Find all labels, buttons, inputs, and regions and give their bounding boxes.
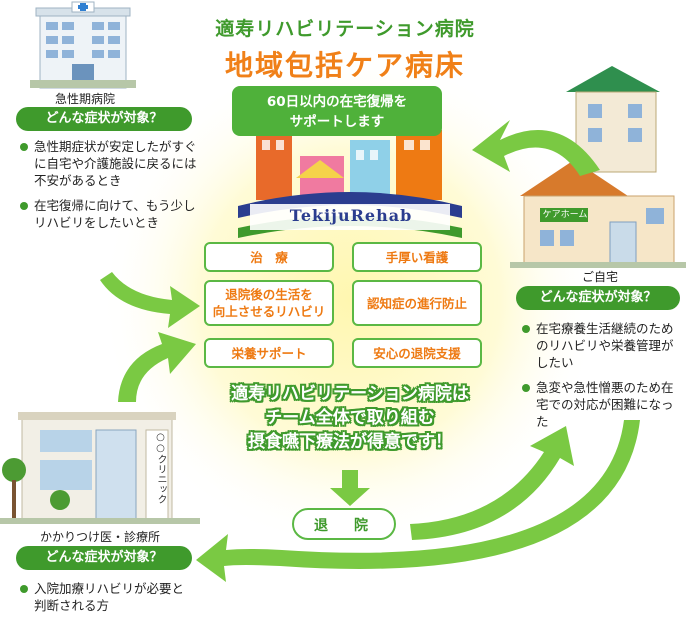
service-rehab: 退院後の生活を 向上させるリハビリ <box>204 280 334 326</box>
acute-question-pill: どんな症状が対象？ <box>16 107 192 131</box>
discharge-badge: 退 院 <box>292 508 396 540</box>
arrow-acute-to-center <box>100 272 200 328</box>
list-item: 在宅復帰に向けて、もう少しリハビリをしたいとき <box>20 197 206 231</box>
support-line-1: 60日以内の在宅復帰を <box>266 94 408 110</box>
clinic-question-pill: どんな症状が対象？ <box>16 546 192 570</box>
service-nutrition: 栄養サポート <box>204 338 334 368</box>
list-item: 入院加療リハビリが必要と判断される方 <box>20 580 190 614</box>
clinic-label: かかりつけ医・診療所 <box>39 530 161 544</box>
care-home-sign: ケアホーム <box>542 210 588 220</box>
hospital-name: 適寿リハビリテーション病院 <box>215 18 475 40</box>
clinic-symptom-list: 入院加療リハビリが必要と判断される方 <box>20 580 190 622</box>
hospital-illustration <box>238 130 462 238</box>
arrow-home-to-center <box>472 120 600 176</box>
ward-name: 地域包括ケア病床 <box>224 49 465 82</box>
home-symptom-list: 在宅療養生活継続のためのリハビリや栄養管理がしたい 急変や急性憎悪のため在宅での… <box>522 320 682 438</box>
service-discharge-support: 安心の退院支援 <box>352 338 482 368</box>
arrow-clinic-to-center <box>118 332 196 402</box>
service-nursing: 手厚い看護 <box>352 242 482 272</box>
list-item: 急変や急性憎悪のため在宅での対応が困難になった <box>522 379 682 430</box>
clinic-sign: ○○クリニック <box>155 432 166 504</box>
home-question-pill: どんな症状が対象？ <box>516 286 680 310</box>
home-label: ご自宅 <box>581 270 618 284</box>
service-rehab-line-2: 向上させるリハビリ <box>212 304 326 319</box>
tekiju-rehab-logo: TekijuRehab <box>289 206 413 225</box>
arrow-return-loop <box>196 420 640 582</box>
team-line-3: 摂食嚥下療法が得意です！ <box>248 432 452 452</box>
list-item: 在宅療養生活継続のためのリハビリや栄養管理がしたい <box>522 320 682 371</box>
team-message: 適寿リハビリテーション病院は チーム全体で取り組む 摂食嚥下療法が得意です！ <box>150 382 550 454</box>
arrow-discharge-to-home <box>410 426 574 540</box>
clinic-building-icon <box>0 412 200 524</box>
service-treatment: 治 療 <box>204 242 334 272</box>
service-dementia: 認知症の進行防止 <box>352 280 482 326</box>
home-care-house-icon <box>510 66 686 268</box>
acute-hospital-label: 急性期病院 <box>54 92 115 106</box>
arrow-down-to-discharge <box>330 470 370 506</box>
support-line-2: サポートします <box>289 114 385 130</box>
team-line-2: チーム全体で取り組む <box>265 408 435 428</box>
team-line-1: 適寿リハビリテーション病院は <box>231 384 469 404</box>
support-box: 60日以内の在宅復帰を サポートします <box>232 86 442 136</box>
acute-hospital-icon <box>30 1 136 89</box>
center-glow <box>100 50 600 550</box>
acute-symptom-list: 急性期症状が安定したがすぐに自宅や介護施設に戻るには不安があるとき 在宅復帰に向… <box>20 138 206 239</box>
list-item: 急性期症状が安定したがすぐに自宅や介護施設に戻るには不安があるとき <box>20 138 206 189</box>
service-rehab-line-1: 退院後の生活を <box>225 287 313 302</box>
